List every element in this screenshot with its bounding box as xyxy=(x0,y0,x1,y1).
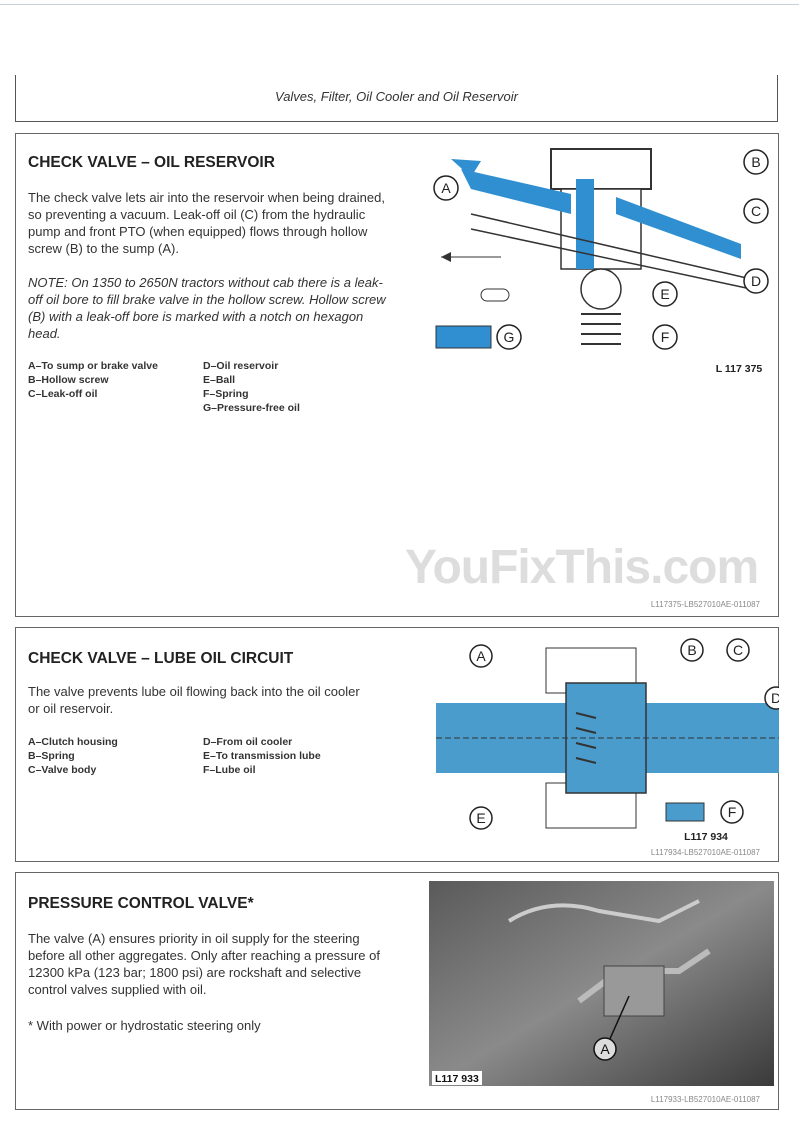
section-check-valve-oil-reservoir: CHECK VALVE – OIL RESERVOIR The check va… xyxy=(15,133,779,617)
figure-id: L117 934 xyxy=(684,831,728,843)
callout-e: E xyxy=(660,286,669,302)
watermark: YouFixThis.com xyxy=(405,541,759,594)
legend-left: A–To sump or brake valve B–Hollow screw … xyxy=(28,359,178,401)
callout-a: A xyxy=(600,1041,610,1057)
section-title: CHECK VALVE – OIL RESERVOIR xyxy=(28,154,275,171)
callout-d: D xyxy=(751,273,761,289)
callout-b: B xyxy=(751,154,760,170)
legend-item: A–To sump or brake valve xyxy=(28,360,158,372)
legend-item: B–Spring xyxy=(28,750,75,762)
figure-id: L 117 375 xyxy=(716,363,763,375)
legend-item: B–Hollow screw xyxy=(28,374,109,386)
lube-check-valve-diagram: A B C D E F L117 934 xyxy=(436,638,779,843)
page-header: Valves, Filter, Oil Cooler and Oil Reser… xyxy=(15,75,778,122)
reference-code: L117933-LB527010AE-011087 xyxy=(650,1095,760,1104)
callout-b: B xyxy=(687,642,696,658)
legend-right: D–Oil reservoir E–Ball F–Spring G–Pressu… xyxy=(203,359,300,415)
reference-code: L117934-LB527010AE-011087 xyxy=(650,848,760,857)
legend-right: D–From oil cooler E–To transmission lube… xyxy=(203,735,321,777)
header-title: Valves, Filter, Oil Cooler and Oil Reser… xyxy=(275,89,518,104)
callout-c: C xyxy=(751,203,761,219)
legend-item: C–Valve body xyxy=(28,764,97,776)
callout-e: E xyxy=(476,810,485,826)
callout-f: F xyxy=(661,329,670,345)
callout-g: G xyxy=(504,329,515,345)
section-body: The valve prevents lube oil flowing back… xyxy=(28,684,360,716)
callout-d: D xyxy=(771,690,779,706)
legend-item: E–To transmission lube xyxy=(203,750,321,762)
callout-a: A xyxy=(441,180,451,196)
legend-item: D–From oil cooler xyxy=(203,736,293,748)
legend-item: G–Pressure-free oil xyxy=(203,402,300,414)
section-title: CHECK VALVE – LUBE OIL CIRCUIT xyxy=(28,650,294,667)
callout-a: A xyxy=(476,648,486,664)
legend-item: C–Leak-off oil xyxy=(28,388,98,400)
legend-item: D–Oil reservoir xyxy=(203,360,279,372)
figure-id: L117 933 xyxy=(435,1073,479,1085)
callout-f: F xyxy=(728,804,737,820)
section-title: PRESSURE CONTROL VALVE* xyxy=(28,895,254,912)
section-note: NOTE: On 1350 to 2650N tractors without … xyxy=(28,275,386,341)
callout-c: C xyxy=(733,642,743,658)
legend-item: A–Clutch housing xyxy=(28,736,118,748)
footnote: * With power or hydrostatic steering onl… xyxy=(28,1018,261,1033)
section-body: The valve (A) ensures priority in oil su… xyxy=(28,931,380,997)
legend-item: E–Ball xyxy=(203,374,236,386)
section-pressure-control-valve: PRESSURE CONTROL VALVE* The valve (A) en… xyxy=(15,872,779,1110)
top-rule xyxy=(0,4,799,5)
section-check-valve-lube-oil: CHECK VALVE – LUBE OIL CIRCUIT The valve… xyxy=(15,627,779,862)
legend-left: A–Clutch housing B–Spring C–Valve body xyxy=(28,735,118,777)
check-valve-diagram: A B C D E F G L 117 375 xyxy=(433,148,769,375)
section-body: The check valve lets air into the reserv… xyxy=(28,190,385,256)
legend-item: F–Spring xyxy=(203,388,249,400)
reference-code: L117375-LB527010AE-011087 xyxy=(650,600,760,609)
legend-item: F–Lube oil xyxy=(203,764,256,776)
pressure-valve-photo: A L117 933 xyxy=(429,881,774,1086)
